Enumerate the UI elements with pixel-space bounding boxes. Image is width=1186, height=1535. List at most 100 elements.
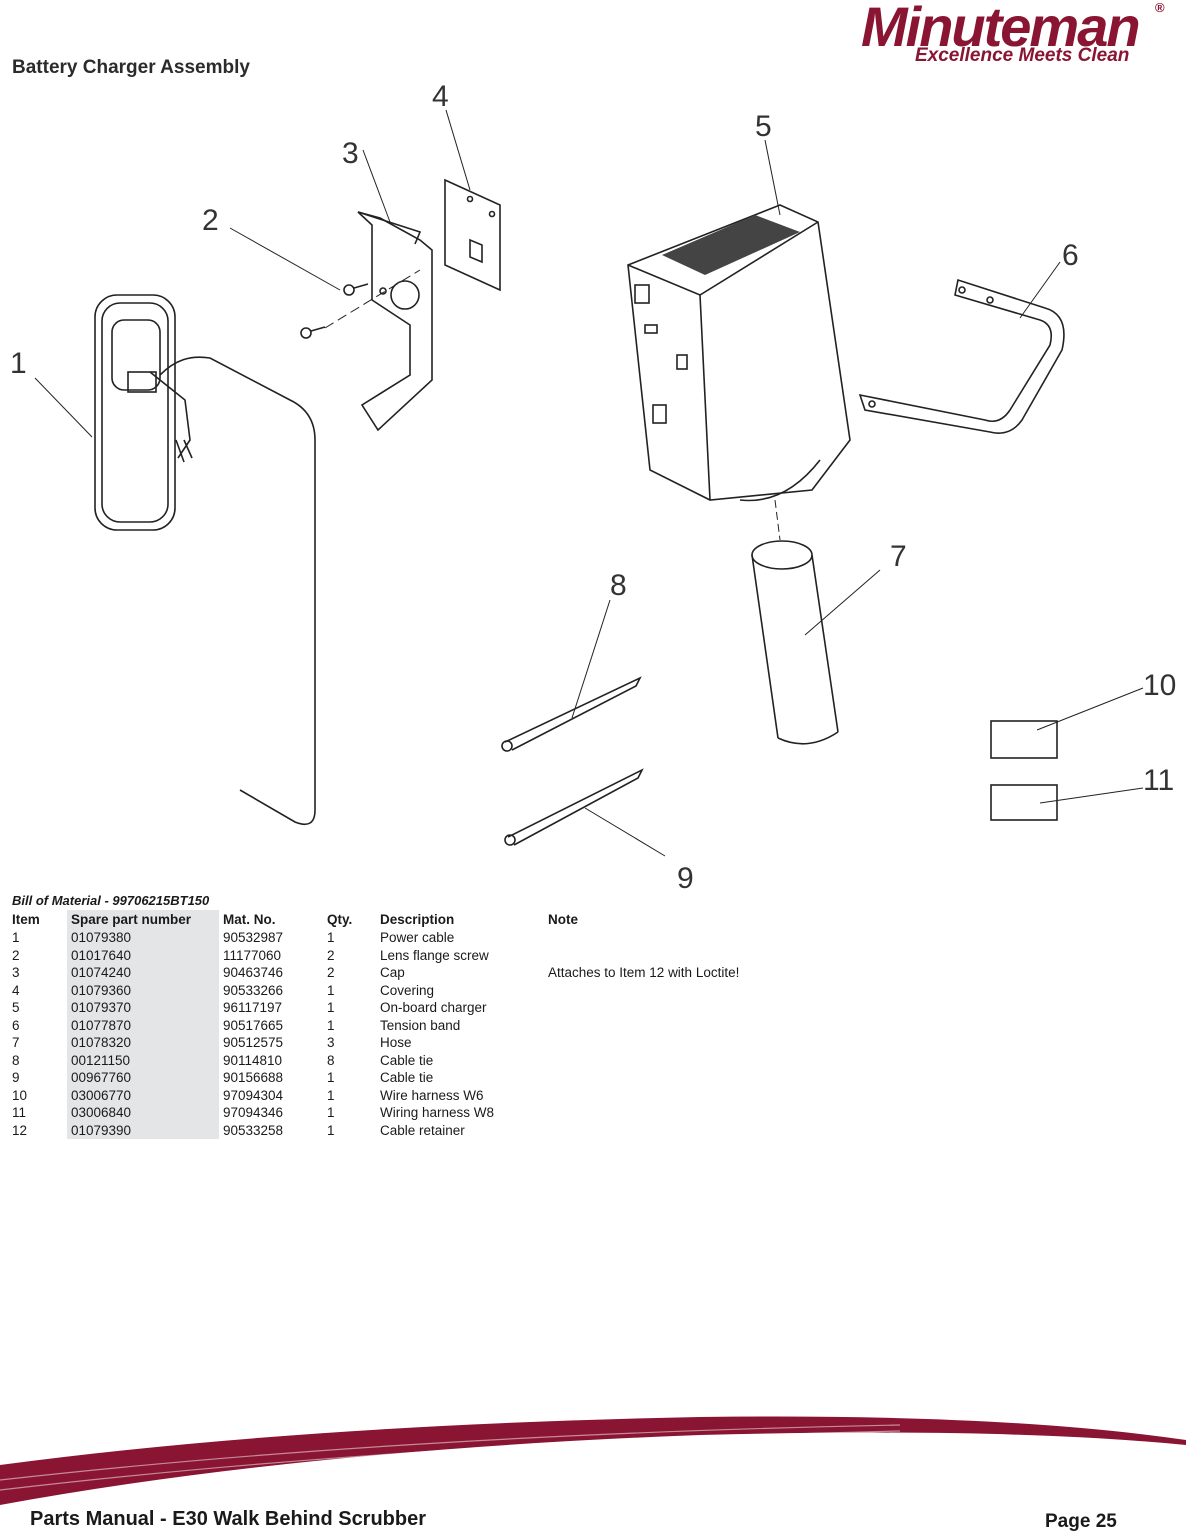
bom-cell-spare-part-number: 00121150 [67, 1051, 219, 1069]
bom-cell-note [548, 929, 808, 947]
bom-cell-qty: 8 [327, 1052, 335, 1068]
callout-9: 9 [677, 862, 694, 890]
callout-8: 8 [610, 569, 627, 602]
bom-cell-item: 1 [12, 930, 20, 946]
bom-cell-mat-no: 90463746 [223, 965, 284, 981]
bom-cell-qty: 2 [327, 947, 335, 963]
bom-cell-description: Lens flange screw [380, 947, 489, 963]
wire-harness-boxes-drawing [990, 687, 1144, 821]
logo-tagline: Excellence Meets Clean [915, 45, 1130, 66]
bom-cell-spare-part-number: 01079360 [67, 981, 219, 999]
bom-cell-item: 11 [12, 1105, 27, 1121]
bom-cell-item: 8 [12, 1052, 20, 1068]
bom-cell-description: Tension band [380, 1017, 461, 1033]
bom-cell-mat-no: 90517665 [223, 1017, 284, 1033]
bom-cell-note [548, 947, 808, 965]
header-mat-no: Mat. No. [223, 912, 276, 927]
bom-cell-mat-no: 90532987 [223, 930, 284, 946]
bom-cell-spare-part-number: 01079380 [67, 929, 219, 947]
bom-header-row: Item Spare part number Mat. No. Qty. Des… [12, 910, 808, 929]
bom-cell-description: Wiring harness W8 [380, 1105, 495, 1121]
footer-manual-title: Parts Manual - E30 Walk Behind Scrubber [30, 1508, 427, 1530]
bom-cell-description: Cable retainer [380, 1122, 465, 1138]
bom-cell-mat-no: 11177060 [223, 947, 282, 963]
bom-cell-mat-no: 90114810 [223, 1052, 283, 1068]
bom-cell-note [548, 1017, 808, 1035]
hose-drawing [751, 499, 881, 745]
header-spare-part-number: Spare part number [67, 910, 219, 929]
minuteman-logo: Minuteman ® Excellence Meets Clean [855, 0, 1175, 72]
bom-cell-qty: 1 [327, 1070, 335, 1086]
bom-cell-qty: 2 [327, 965, 335, 981]
bom-cell-qty: 1 [327, 1000, 335, 1016]
bom-cell-description: Covering [380, 982, 435, 998]
bom-cell-qty: 1 [327, 1017, 335, 1033]
bom-cell-note [548, 1087, 808, 1105]
footer-page-number: Page 25 [1045, 1511, 1117, 1532]
bom-cell-description: On-board charger [380, 1000, 487, 1016]
bom-cell-mat-no: 90533266 [223, 982, 284, 998]
charger-drawing [627, 139, 851, 502]
callout-7: 7 [890, 540, 907, 573]
bom-cell-description: Hose [380, 1035, 412, 1051]
bom-cell-spare-part-number: 01078320 [67, 1034, 219, 1052]
bom-cell-item: 12 [12, 1122, 28, 1138]
bom-cell-mat-no: 90533258 [223, 1122, 284, 1138]
bom-cell-description: Wire harness W6 [380, 1087, 484, 1103]
logo-registered-mark: ® [1155, 0, 1165, 15]
screws-drawing [229, 227, 421, 339]
callout-5: 5 [755, 110, 772, 143]
bom-cell-spare-part-number: 01017640 [67, 946, 219, 964]
bom-cell-spare-part-number: 01079390 [67, 1121, 219, 1139]
bom-cell-spare-part-number: 01074240 [67, 964, 219, 982]
bom-cell-item: 7 [12, 1035, 20, 1051]
callout-4: 4 [432, 80, 449, 113]
bom-cell-mat-no: 97094346 [223, 1105, 284, 1121]
bom-cell-mat-no: 97094304 [223, 1087, 284, 1103]
callout-2: 2 [202, 204, 219, 237]
bom-cell-qty: 1 [327, 1122, 335, 1138]
bom-cell-note [548, 982, 808, 1000]
covering-plate-drawing [444, 109, 501, 292]
bom-cell-item: 5 [12, 1000, 20, 1016]
bom-cell-item: 9 [12, 1070, 20, 1086]
bom-cell-note [548, 1069, 808, 1087]
header-qty: Qty. [327, 912, 353, 927]
logo-brand-text: Minuteman [861, 0, 1141, 58]
bom-title: Bill of Material - 99706215BT150 [12, 893, 210, 908]
bom-cell-note [548, 999, 808, 1017]
bom-cell-item: 3 [12, 965, 20, 981]
cable-ties-drawing [501, 599, 666, 857]
bom-cell-spare-part-number: 03006770 [67, 1086, 219, 1104]
bom-cell-spare-part-number: 01079370 [67, 999, 219, 1017]
bom-cell-note: Attaches to Item 12 with Loctite! [548, 965, 740, 981]
bom-cell-spare-part-number: 03006840 [67, 1104, 219, 1122]
bom-cell-item: 4 [12, 982, 20, 998]
bom-cell-description: Cable tie [380, 1052, 434, 1068]
bom-cell-mat-no: 90156688 [223, 1070, 284, 1086]
callout-6: 6 [1062, 239, 1079, 272]
cap-bracket-drawing [357, 149, 433, 432]
callout-10: 10 [1143, 669, 1176, 702]
bom-cell-description: Cable tie [380, 1070, 434, 1086]
header-note: Note [548, 912, 578, 927]
bom-cell-note [548, 1052, 808, 1070]
exploded-parts-diagram: 1 2 3 4 5 6 7 8 9 10 11 [10, 80, 1176, 890]
bom-cell-description: Cap [380, 965, 405, 981]
callout-3: 3 [342, 137, 359, 170]
page-title: Battery Charger Assembly [12, 57, 250, 78]
bom-cell-qty: 1 [327, 1087, 335, 1103]
bom-cell-mat-no: 96117197 [223, 1000, 283, 1016]
